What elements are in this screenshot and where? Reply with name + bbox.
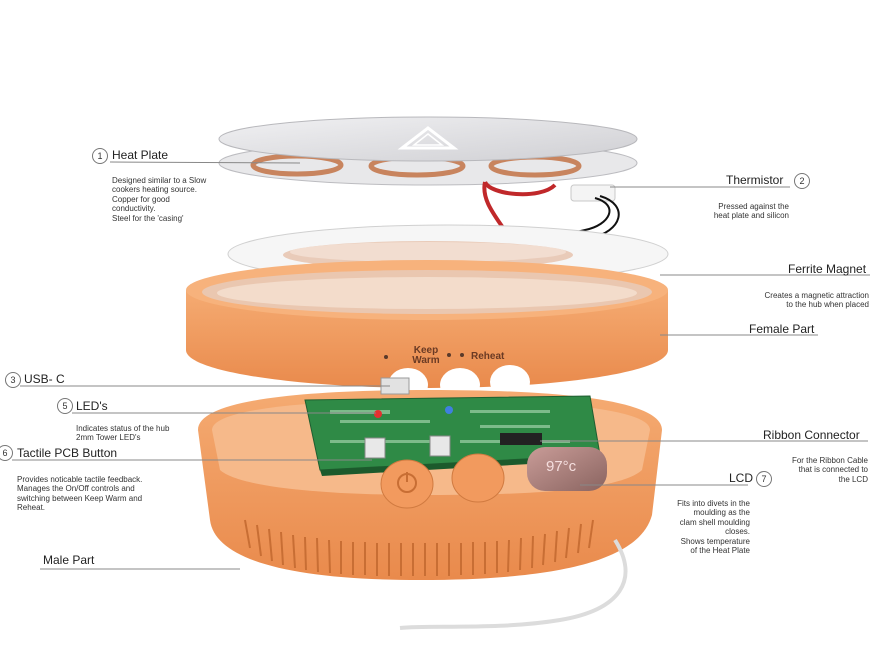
tactile-button-description: Provides noticable tactile feedback. Man…	[17, 475, 143, 513]
leader-lines	[12, 161, 870, 570]
female-part-shell	[186, 260, 668, 402]
callout-number-5: 5	[57, 398, 73, 414]
heat-plate-description: Designed similar to a Slow cookers heati…	[112, 176, 207, 223]
lcd-reading: 97°c	[546, 458, 577, 475]
ferrite-magnet-label: Ferrite Magnet	[788, 262, 867, 276]
ribbon-connector-label: Ribbon Connector	[763, 428, 860, 442]
leds-description: Indicates status of the hub 2mm Tower LE…	[76, 424, 170, 443]
lcd-description: Fits into divets in the moulding as the …	[677, 499, 750, 556]
ribbon-connector	[500, 433, 542, 445]
thermistor-label: Thermistor	[726, 173, 784, 187]
keep-warm-marking: Keep Warm	[412, 345, 440, 366]
callout-number-7: 7	[756, 471, 772, 487]
heat-plate-label: Heat Plate	[112, 148, 169, 162]
ribbon-connector-description: For the Ribbon Cable that is connected t…	[791, 456, 868, 484]
callout-number-3: 3	[5, 372, 21, 388]
callout-number-6: 6	[0, 445, 13, 461]
callout-number-1: 1	[92, 148, 108, 164]
heat-plate	[218, 116, 638, 186]
tactile-button-right	[429, 435, 451, 457]
male-part-label: Male Part	[43, 553, 95, 567]
led-red	[374, 410, 382, 418]
ventilation-slots	[244, 519, 594, 576]
lcd-screen	[527, 447, 607, 491]
lcd-label: LCD	[729, 471, 754, 485]
led-blue	[445, 406, 453, 414]
usb-c-label: USB- C	[24, 372, 65, 386]
tactile-button-label: Tactile PCB Button	[17, 446, 118, 460]
thermistor-description: Pressed against the heat plate and silic…	[713, 202, 789, 221]
female-part-label: Female Part	[749, 322, 815, 336]
callout-number-2: 2	[794, 173, 810, 189]
tactile-button-left	[364, 437, 386, 459]
ferrite-magnet-description: Creates a magnetic attraction to the hub…	[764, 291, 870, 310]
reheat-marking: Reheat	[471, 351, 505, 362]
leds-label: LED's	[76, 399, 108, 413]
front-buttons	[380, 453, 505, 509]
